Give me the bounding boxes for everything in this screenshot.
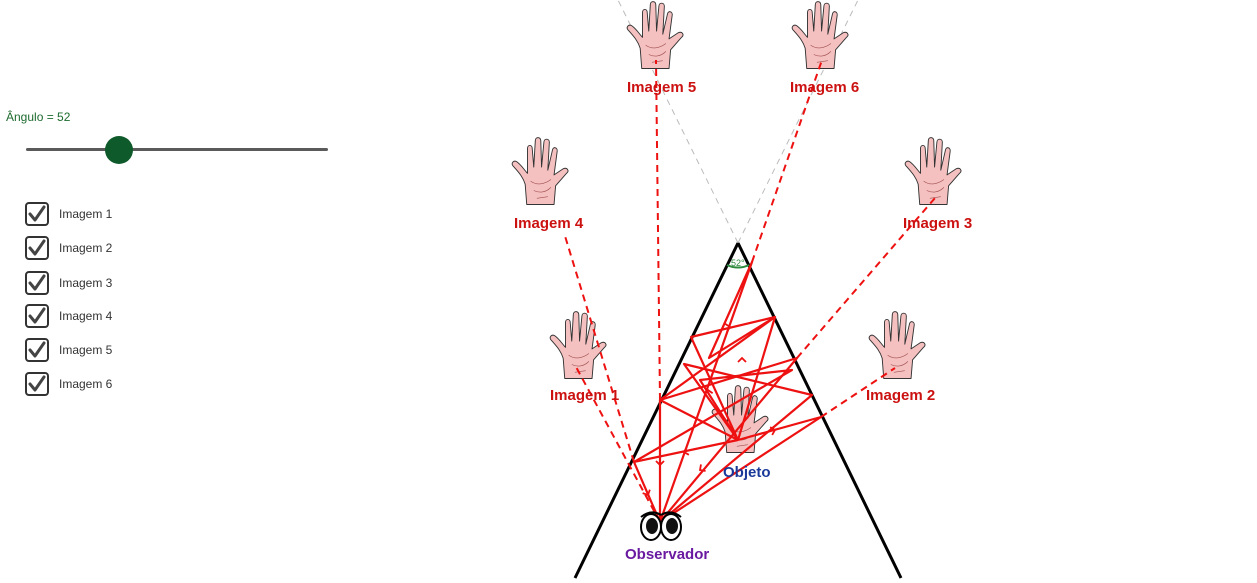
image-1-label: Imagem 1: [550, 387, 619, 404]
checkbox-imagem-3[interactable]: Imagem 3: [25, 269, 112, 297]
mirror-angle-label: 52°: [731, 258, 745, 268]
checkbox-box[interactable]: [25, 338, 49, 362]
checkbox-label: Imagem 5: [59, 343, 113, 357]
hand-icon: [511, 137, 569, 205]
checkbox-label: Imagem 3: [59, 276, 113, 290]
mirrors: [573, 242, 903, 579]
checkbox-box[interactable]: [25, 236, 49, 260]
virtual-rays: [564, 59, 936, 523]
checkbox-label: Imagem 4: [59, 309, 113, 323]
checkmark-icon: [28, 239, 46, 256]
checkbox-label: Imagem 2: [59, 241, 113, 255]
image-2-label: Imagem 2: [866, 387, 935, 404]
image-6-label: Imagem 6: [790, 79, 859, 96]
checkmark-icon: [28, 341, 46, 358]
checkbox-box[interactable]: [25, 372, 49, 396]
angle-slider[interactable]: [26, 136, 328, 164]
image-3-label: Imagem 3: [903, 215, 972, 232]
observer-label: Observador: [625, 546, 709, 563]
control-panel: Ângulo = 52 Imagem 1 Imagem 2 Imagem 3 I…: [0, 0, 360, 583]
mirror-angle-arc: [726, 264, 750, 269]
angle-slider-thumb[interactable]: [105, 136, 134, 164]
checkmark-icon: [28, 205, 46, 222]
hand-icon: [791, 1, 849, 69]
hand-icon: [711, 385, 769, 453]
hand-icon: [626, 1, 684, 69]
checkmark-icon: [28, 274, 46, 291]
checkbox-imagem-1[interactable]: Imagem 1: [25, 200, 112, 228]
checkbox-box[interactable]: [25, 271, 49, 295]
checkbox-imagem-2[interactable]: Imagem 2: [25, 234, 112, 262]
hand-icon: [868, 311, 926, 379]
object-label: Objeto: [723, 464, 771, 481]
checkbox-label: Imagem 1: [59, 207, 113, 221]
hand-icon: [904, 137, 962, 205]
checkbox-label: Imagem 6: [59, 377, 113, 391]
checkbox-box[interactable]: [25, 304, 49, 328]
checkbox-imagem-6[interactable]: Imagem 6: [25, 370, 112, 398]
checkbox-box[interactable]: [25, 202, 49, 226]
eyes-icon: [640, 511, 682, 541]
checkbox-imagem-5[interactable]: Imagem 5: [25, 336, 112, 364]
ray-direction-tick: [737, 357, 747, 363]
reflected-rays: [632, 260, 823, 523]
checkmark-icon: [28, 307, 46, 324]
angle-slider-label: Ângulo = 52: [6, 110, 71, 124]
checkmark-icon: [28, 375, 46, 392]
image-4-label: Imagem 4: [514, 215, 584, 232]
image-5-label: Imagem 5: [627, 79, 696, 96]
checkbox-imagem-4[interactable]: Imagem 4: [25, 302, 112, 330]
